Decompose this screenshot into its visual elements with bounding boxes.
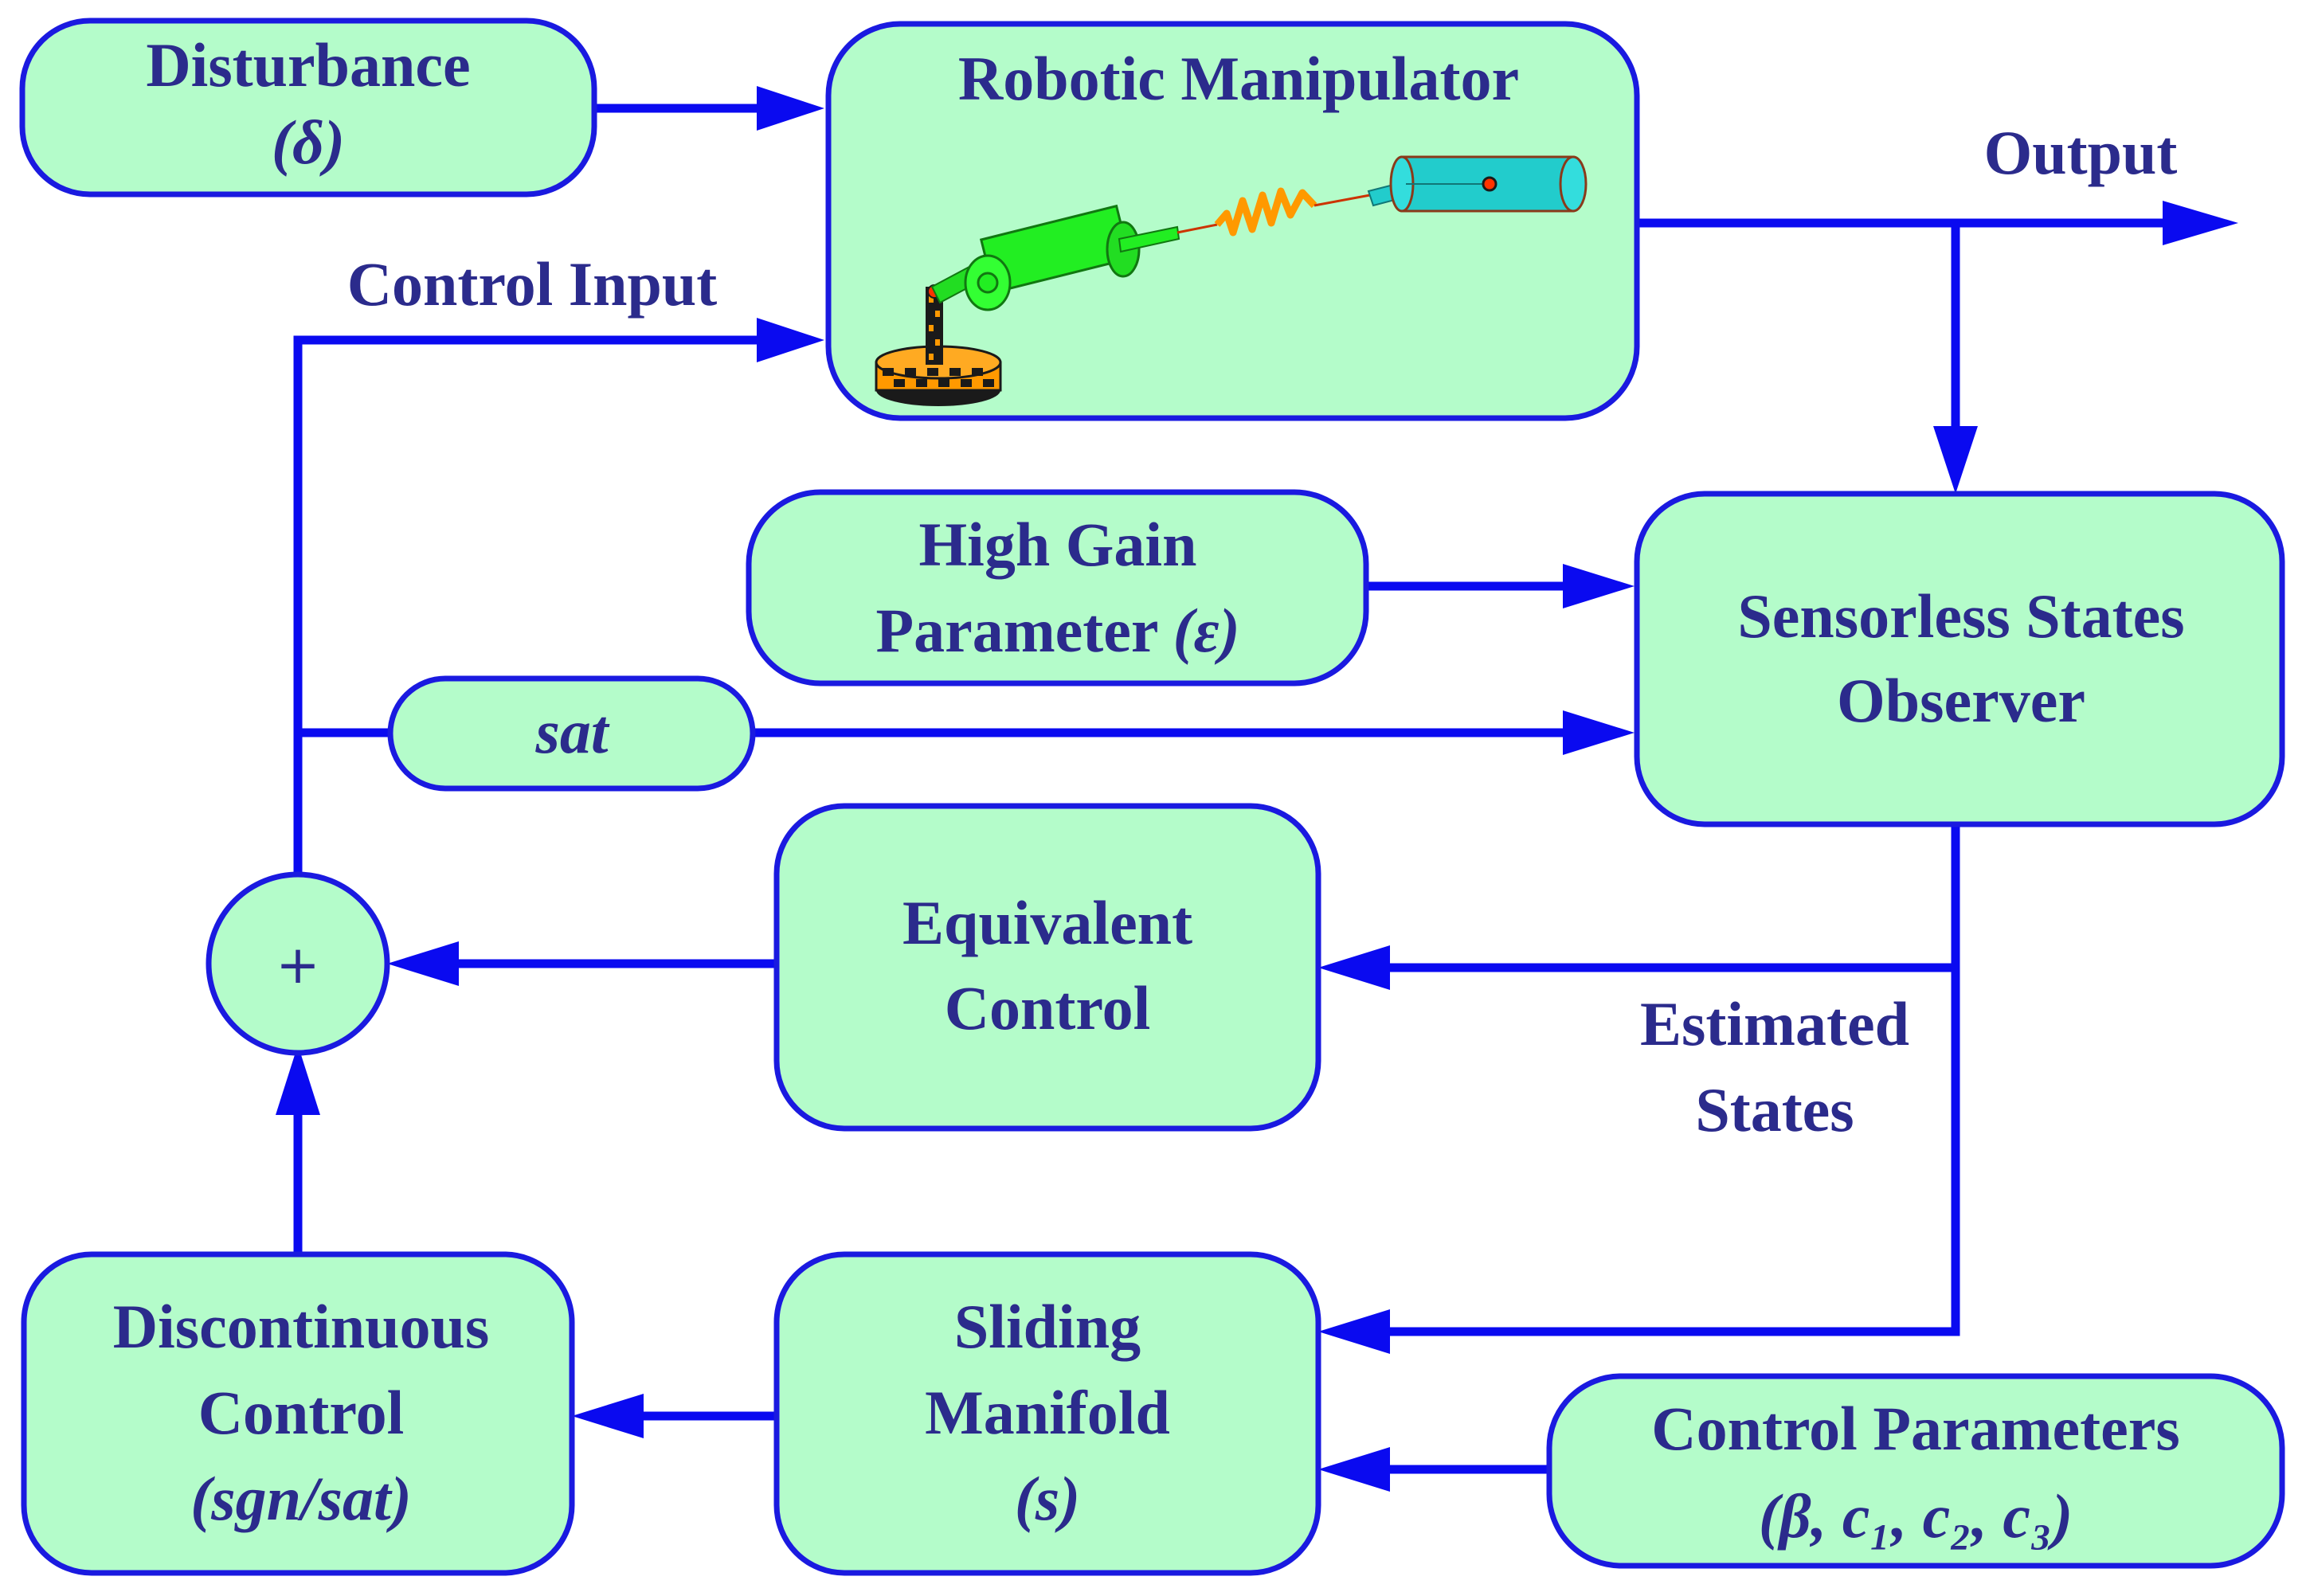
sum-symbol: + [276, 934, 319, 996]
equivalent-line1: Equivalent [902, 888, 1192, 957]
sat-block: sat [387, 675, 756, 792]
discontinuous-line3: (sgn/sat) [190, 1464, 411, 1533]
sliding-manifold-block: Sliding Manifold (s) [773, 1251, 1321, 1576]
control-params-line1: Control Parameters [1651, 1394, 2180, 1463]
sliding-line2: Manifold [925, 1378, 1170, 1447]
high-gain-line1: High Gain [919, 510, 1197, 579]
sliding-line1: Sliding [954, 1292, 1141, 1361]
robotic-manipulator-title: Robotic Manipulator [958, 44, 1519, 113]
arrowhead-high-gain [1563, 564, 1635, 608]
equivalent-line2: Control [945, 973, 1151, 1042]
arrowhead-sum-bottom [276, 1045, 320, 1115]
disturbance-label: Disturbance [146, 30, 470, 100]
high-gain-line2: Parameter (ε) [875, 596, 1239, 665]
arrowhead-discontinuous [572, 1394, 644, 1438]
high-gain-block: High Gain Parameter (ε) [746, 489, 1369, 687]
sat-label: sat [534, 697, 609, 766]
discontinuous-line1: Discontinuous [113, 1292, 490, 1361]
control-parameters-block: Control Parameters (β, c₁, c₂, c₃) [1546, 1373, 2285, 1569]
robot-arm-illustration [875, 155, 1588, 406]
control-params-line2: (β, c₁, c₂, c₃) [1759, 1481, 2073, 1551]
sliding-line3: (s) [1015, 1464, 1080, 1533]
discontinuous-control-block: Discontinuous Control (sgn/sat) [21, 1251, 575, 1576]
output-label: Output [1984, 118, 2178, 187]
sum-junction: + [206, 871, 390, 1056]
arrowhead-control-input [757, 318, 824, 362]
estimated-states-line1: Estimated [1640, 989, 1909, 1058]
disturbance-block: Disturbance (δ) [19, 18, 597, 198]
equivalent-control-block: Equivalent Control [773, 803, 1321, 1132]
arrowhead-observer-top [1933, 426, 1978, 494]
arrowhead-sliding [1318, 1309, 1390, 1354]
observer-block: Sensorless States Observer [1634, 491, 2285, 827]
arrowhead-equivalent [1318, 945, 1390, 990]
arrowhead-output [2163, 201, 2238, 245]
arrowhead-sum-right [387, 941, 459, 986]
discontinuous-line2: Control [198, 1378, 405, 1447]
robotic-manipulator-block: Robotic Manipulator [825, 21, 1640, 421]
arrowhead-sat [1563, 710, 1635, 755]
observer-line1: Sensorless States [1737, 581, 2184, 651]
arrowhead-params [1318, 1447, 1390, 1492]
observer-line2: Observer [1837, 666, 2085, 735]
estimated-states-line2: States [1695, 1075, 1854, 1144]
arrowhead-disturbance [757, 86, 824, 131]
disturbance-symbol: (δ) [272, 108, 345, 177]
control-input-label: Control Input [347, 249, 718, 319]
connections [276, 86, 2238, 1492]
